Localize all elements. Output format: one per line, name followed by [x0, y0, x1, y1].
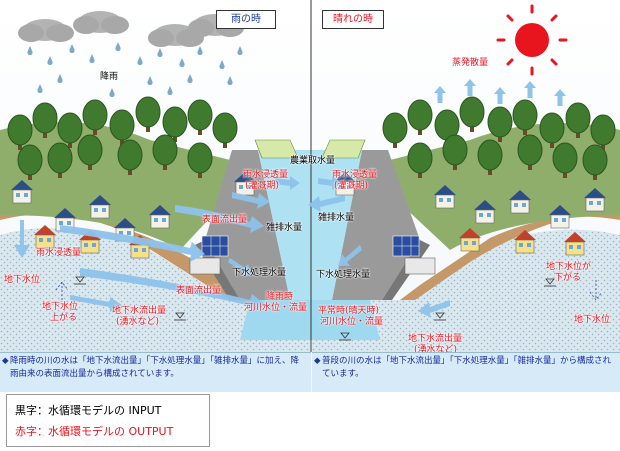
sunny-misc-drainage-label: 雑排水量: [318, 213, 355, 223]
rain-note-text: 降雨時の川の水は「地下水流出量」「下水処理水量」「雑排水量」に加え、降雨由来の表…: [10, 356, 300, 379]
precipitation-label: 降雨: [100, 72, 119, 82]
river-normal-label-2: 河川水位・流量: [320, 317, 384, 327]
river-normal-label-1: 平常時(晴天時): [318, 306, 380, 316]
river-rain-label-1: 降雨時: [266, 292, 294, 302]
surface-runoff-label-1: 表面流出量: [202, 215, 248, 225]
agri-intake-label: 農業取水量: [290, 156, 336, 166]
sunny-gw-outflow-label-1: 地下水流出量: [408, 334, 463, 344]
sunny-note-text: 普段の川の水は「地下水流出量」「下水処理水量」「雑排水量」から構成されています。: [322, 356, 612, 379]
river-rain-label-2: 河川水位・流量: [244, 303, 308, 313]
treatment-plant-icon: [189, 257, 221, 275]
gw-rises-label-2: 上がる: [50, 313, 78, 323]
flow-arrow-icon: [14, 176, 300, 312]
gw-falls-label-2: 下がる: [554, 273, 582, 283]
sunny-rain-infiltration-sub-label: (灌漑期): [334, 181, 369, 191]
gw-falls-label-1: 地下水位が: [546, 262, 592, 272]
water-cycle-illustration: [0, 0, 620, 392]
surface-runoff-label-2: 表面流出量: [176, 286, 222, 296]
gw-outflow-label-2: (湧水など): [116, 317, 160, 327]
legend: 黒字：水循環モデルの INPUT 赤字：水循環モデルの OUTPUT: [6, 394, 210, 447]
sunny-rain-infiltration-label: 雨水浸透量: [332, 170, 378, 180]
legend-output: 赤字：水循環モデルの OUTPUT: [15, 425, 174, 438]
sunny-gw-outflow-label-2: (湧水など): [414, 345, 458, 355]
sunny-note: ◆ 普段の川の水は「地下水流出量」「下水処理水量」「雑排水量」から構成されていま…: [312, 352, 620, 392]
gw-outflow-label-1: 地下水流出量: [112, 306, 167, 316]
sunny-sewage-treatment-label: 下水処理水量: [316, 270, 371, 280]
sun-icon: [496, 4, 568, 76]
bullet-icon: ◆: [314, 356, 321, 366]
legend-input: 黒字：水循環モデルの INPUT: [15, 404, 162, 417]
treatment-plant-icon: [404, 257, 436, 275]
rain-header: 雨の時: [216, 10, 276, 29]
gw-rises-label-1: 地下水位: [42, 302, 79, 312]
solar-panel-icon: [201, 235, 229, 257]
bullet-icon: ◆: [2, 356, 9, 366]
sunny-header: 晴れの時: [322, 10, 384, 29]
sewage-treatment-label: 下水処理水量: [232, 268, 287, 278]
misc-drainage-label: 雑排水量: [266, 223, 303, 233]
rain-infiltration-label: 雨水浸透量: [243, 170, 289, 180]
rain-note: ◆ 降雨時の川の水は「地下水流出量」「下水処理水量」「雑排水量」に加え、降雨由来…: [0, 352, 311, 392]
sunny-groundwater-level-label: 地下水位: [574, 315, 611, 325]
rain-infiltration-sub-label: (灌漑期): [245, 181, 280, 191]
solar-panel-icon: [392, 235, 420, 257]
evaporation-label: 蒸発散量: [452, 58, 489, 68]
rain-infiltration-left-label: 雨水浸透量: [36, 248, 82, 258]
flow-arrow-icon: [308, 176, 450, 318]
groundwater-level-label: 地下水位: [4, 275, 41, 285]
